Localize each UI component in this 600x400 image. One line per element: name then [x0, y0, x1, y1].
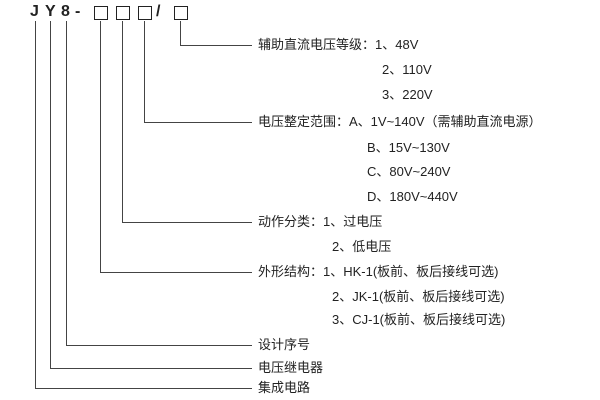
- callout-aux-voltage-title: 辅助直流电压等级：1、48V: [258, 37, 419, 52]
- callout-aux-voltage-opt2: 2、110V: [382, 62, 432, 77]
- connector-ic-horizontal: [35, 388, 252, 389]
- model-digit-8: 8: [61, 3, 70, 20]
- callout-shape-opt2: 2、JK-1(板前、板后接线可选): [332, 289, 505, 304]
- model-box-aux: [174, 6, 188, 20]
- model-box-structure: [94, 6, 108, 20]
- callout-voltage-relay: 电压继电器: [258, 360, 324, 375]
- model-box-action: [116, 6, 130, 20]
- connector-aux-vertical: [180, 21, 181, 45]
- callout-design-serial: 设计序号: [258, 337, 311, 352]
- connector-relay-vertical: [50, 21, 51, 368]
- model-letter-j: J: [30, 3, 39, 20]
- connector-shape-vertical: [100, 21, 101, 272]
- callout-setting-range-optD: D、180V~440V: [367, 189, 458, 204]
- callout-setting-range-title: 电压整定范围：A、1V~140V（需辅助直流电源）: [258, 114, 542, 129]
- connector-ic-vertical: [35, 21, 36, 388]
- model-slash: /: [156, 3, 161, 20]
- connector-range-vertical: [144, 21, 145, 122]
- callout-setting-range-optC: C、80V~240V: [367, 164, 451, 179]
- callout-setting-range-optB: B、15V~130V: [367, 140, 450, 155]
- callout-action-class-title: 动作分类：1、过电压: [258, 214, 383, 229]
- callout-integrated-circuit: 集成电路: [258, 380, 311, 395]
- connector-action-horizontal: [122, 222, 252, 223]
- connector-range-horizontal: [144, 122, 252, 123]
- connector-relay-horizontal: [50, 368, 252, 369]
- callout-shape-title: 外形结构：1、HK-1(板前、板后接线可选): [258, 264, 499, 279]
- connector-design-vertical: [66, 21, 67, 345]
- model-dash: -: [75, 3, 81, 20]
- connector-design-horizontal: [66, 345, 252, 346]
- connector-shape-horizontal: [100, 272, 252, 273]
- callout-action-class-opt2: 2、低电压: [332, 239, 392, 254]
- callout-shape-opt3: 3、CJ-1(板前、板后接线可选): [332, 312, 506, 327]
- connector-action-vertical: [122, 21, 123, 222]
- connector-aux-horizontal: [180, 45, 252, 46]
- callout-aux-voltage-opt3: 3、220V: [382, 87, 433, 102]
- model-box-range: [138, 6, 152, 20]
- model-letter-y: Y: [45, 3, 56, 20]
